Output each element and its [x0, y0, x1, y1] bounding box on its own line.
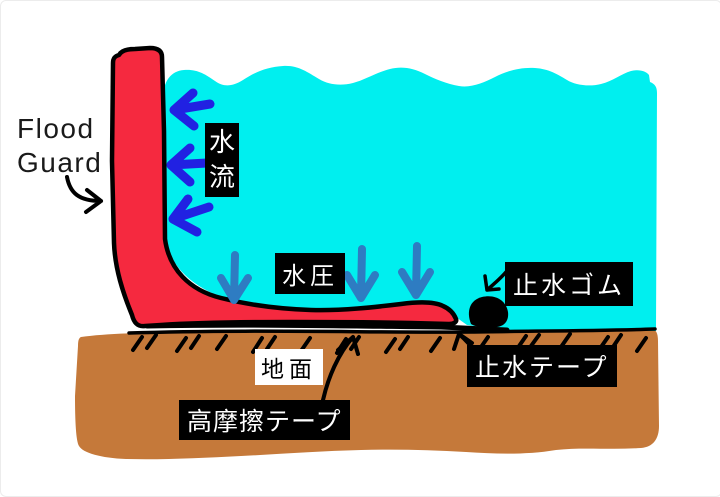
ground-surface-line	[127, 327, 657, 335]
tape-line	[144, 322, 510, 333]
water-pressure-label: 水圧	[275, 253, 345, 294]
water-flow-arrow-3	[168, 194, 214, 237]
water-stop-tape-label: 止水テープ	[467, 345, 617, 387]
water-pressure-arrows	[217, 242, 434, 304]
flood-guard-title-line2: Guard	[17, 147, 103, 178]
ground-label: 地面	[255, 349, 323, 385]
water-pressure-arrow-3	[398, 242, 434, 299]
water-pressure-arrow-1	[217, 251, 252, 304]
friction-tape-pointer-arrow	[321, 335, 360, 402]
water-flow-label: 水流	[205, 123, 239, 197]
stop-rubber-pointer-arrow	[483, 270, 508, 292]
water-stop-rubber-label: 止水ゴム	[505, 262, 634, 306]
water-flow-arrow-1	[169, 88, 215, 131]
flood-guard-barrier	[109, 45, 459, 329]
high-friction-tape-label: 高摩擦テープ	[179, 400, 350, 440]
water-flow-arrow-2	[166, 143, 212, 187]
water-stop-rubber-blob	[468, 296, 509, 328]
water-pressure-arrow-2	[343, 245, 379, 302]
annotation-arrows	[65, 175, 508, 402]
flood-guard-pointer-arrow	[65, 175, 103, 214]
flood-guard-title: Flood Guard	[17, 112, 102, 180]
flood-guard-title-line1: Flood	[17, 113, 95, 144]
water-flow-arrows	[166, 88, 215, 237]
